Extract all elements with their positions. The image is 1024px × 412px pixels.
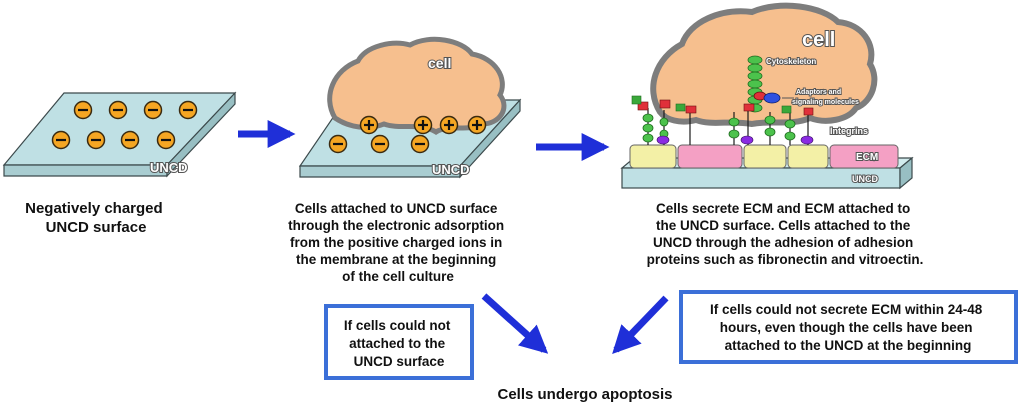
cell-label: cell: [802, 29, 835, 51]
ecm-blocks: [629, 144, 899, 169]
adaptor-molecules-icon: [753, 91, 794, 104]
svg-text:If cells could not attac: If cells could not attached to the UNCD …: [344, 318, 454, 369]
condition-box-right: If cells could not secrete ECM within 24…: [679, 290, 1018, 364]
panel-ecm-attached: cell Cytoskeleton Adaptors and signaling…: [620, 2, 924, 267]
negative-charge-icons: [328, 134, 430, 154]
cytoskeleton-label: Cytoskeleton: [766, 57, 816, 66]
panel-cell-attached: cell UNCD Cells attached to UNCD surface…: [288, 36, 522, 284]
caption-panel3: Cells secrete ECM and ECM attached to th…: [647, 201, 924, 267]
caption-panel1: Negatively charged UNCD surface: [25, 200, 167, 236]
adaptors-label: Adaptors and signaling molecules: [792, 89, 859, 106]
integrin-icons: [631, 95, 814, 145]
condition-box-left: If cells could not attached to the UNCD …: [324, 304, 474, 380]
uncd-label: UNCD: [150, 160, 188, 175]
svg-text:If cells could not secrete ECM: If cells could not secrete ECM within 24…: [710, 302, 986, 353]
arrow-to-apoptosis-right: [612, 295, 669, 355]
ecm-label: ECM: [856, 152, 878, 163]
outcome-apoptosis: Cells undergo apoptosis: [497, 386, 672, 403]
uncd-label: UNCD: [432, 162, 470, 177]
caption-panel2: Cells attached to UNCD surface through t…: [288, 201, 508, 284]
arrow-to-apoptosis-left: [481, 293, 549, 354]
cell-label: cell: [428, 55, 451, 71]
uncd-label: UNCD: [852, 174, 878, 184]
integrins-label: Integrins: [830, 126, 868, 136]
cell-shape: [327, 36, 507, 135]
panel-negatively-charged-surface: UNCD Negatively charged UNCD surface: [2, 91, 237, 236]
